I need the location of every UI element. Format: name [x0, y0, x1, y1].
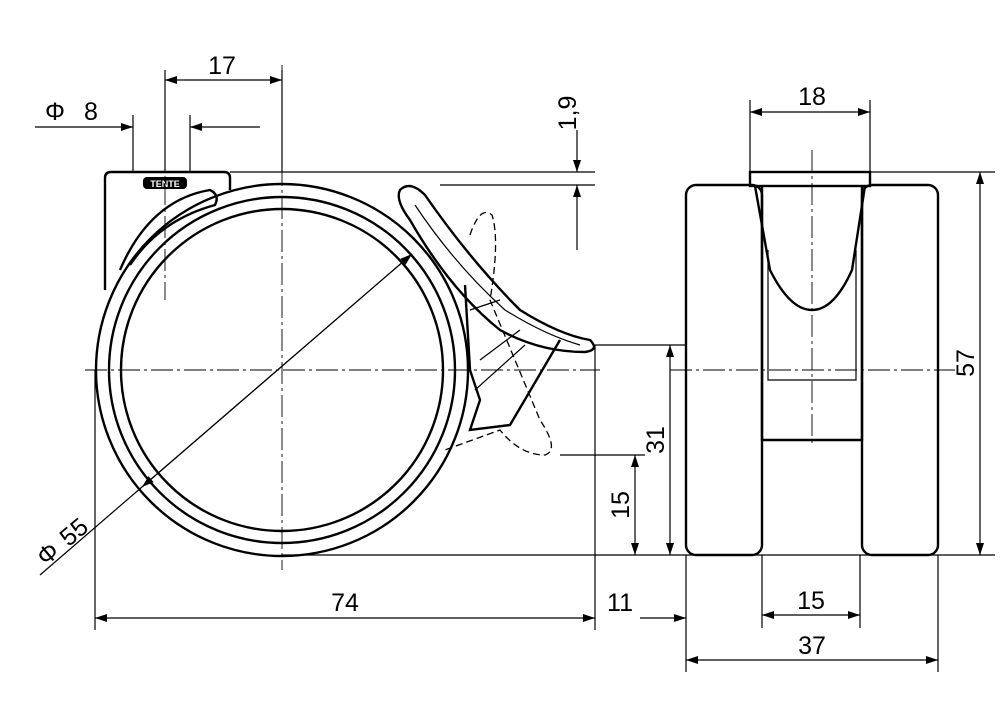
extension-lines [94, 70, 995, 672]
brake-released-position [444, 211, 552, 456]
dim-overall-length: 74 [331, 589, 359, 617]
dimension-labels: 17 Φ 8 1,9 18 57 31 15 74 11 15 37 Φ 55 [32, 52, 980, 660]
dim-diameter-symbol-wheel: Φ [32, 537, 65, 571]
dim-top-plate-width: 18 [798, 83, 826, 111]
dimension-lines [35, 76, 984, 664]
front-view [670, 150, 955, 557]
dim-axle-height: 15 [607, 491, 635, 519]
dim-offset: 17 [208, 52, 236, 80]
dim-overall-height: 57 [952, 349, 980, 377]
top-plate [748, 170, 872, 188]
dim-brake-height: 31 [642, 426, 670, 454]
dim-hole-diameter: 8 [84, 98, 98, 126]
dim-diameter-symbol-hole: Φ [45, 98, 65, 126]
dim-brake-gap: 1,9 [554, 96, 582, 131]
bracket-housing [103, 170, 232, 290]
side-view: TENTE [85, 65, 600, 570]
dim-overall-width: 37 [798, 632, 826, 660]
brake-lever [397, 184, 596, 354]
dim-inner-gap: 15 [797, 587, 825, 615]
dim-wheel-diameter: 55 [55, 513, 94, 552]
dim-brake-overhang: 11 [607, 589, 633, 617]
